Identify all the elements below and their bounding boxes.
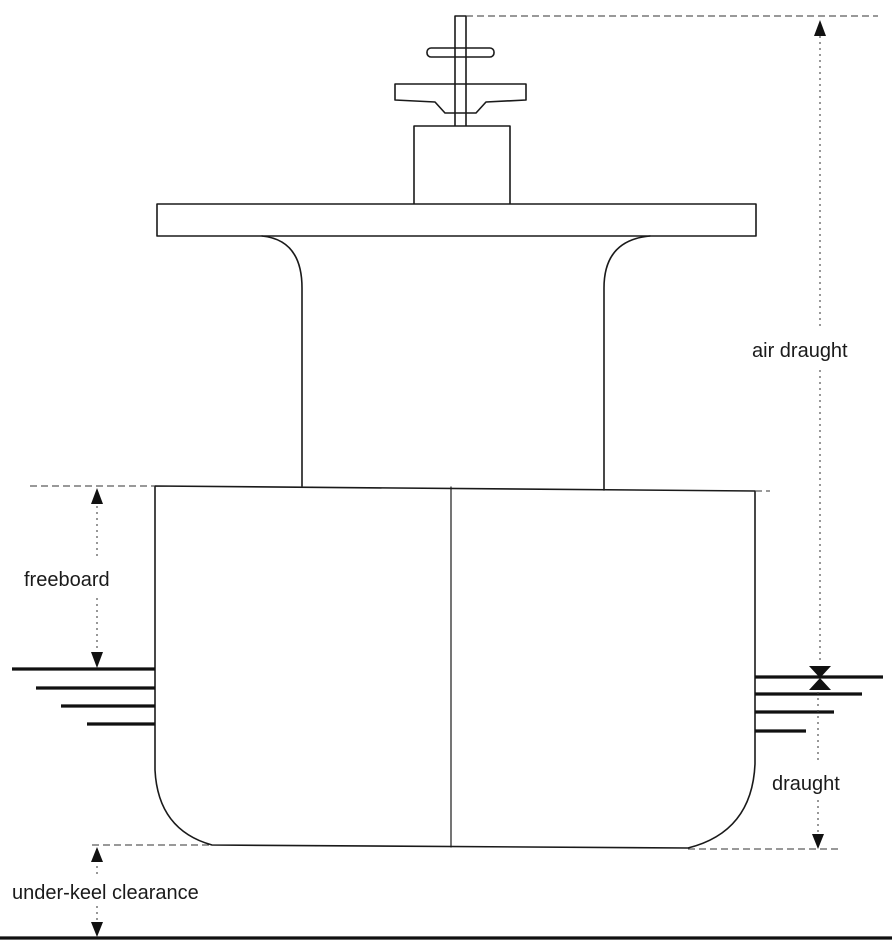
water-level-symbol: [809, 666, 831, 690]
freeboard-label: freeboard: [24, 569, 110, 591]
reference-lines: [30, 15, 878, 850]
under-keel-clearance-dimension: [91, 847, 103, 937]
waterline-right: [755, 675, 883, 733]
under-keel-clearance-label: under-keel clearance: [12, 882, 199, 904]
superstructure: [261, 235, 651, 491]
draught-label: draught: [772, 773, 840, 795]
air-draught-label: air draught: [752, 340, 848, 362]
air-draught-dimension: [814, 20, 826, 662]
wheelhouse: [413, 125, 511, 209]
upper-deck: [156, 203, 757, 237]
waterline-left: [12, 667, 155, 726]
mast: [394, 15, 527, 129]
draught-dimension: [812, 692, 824, 849]
freeboard-dimension: [91, 488, 103, 668]
hull: [154, 485, 756, 849]
